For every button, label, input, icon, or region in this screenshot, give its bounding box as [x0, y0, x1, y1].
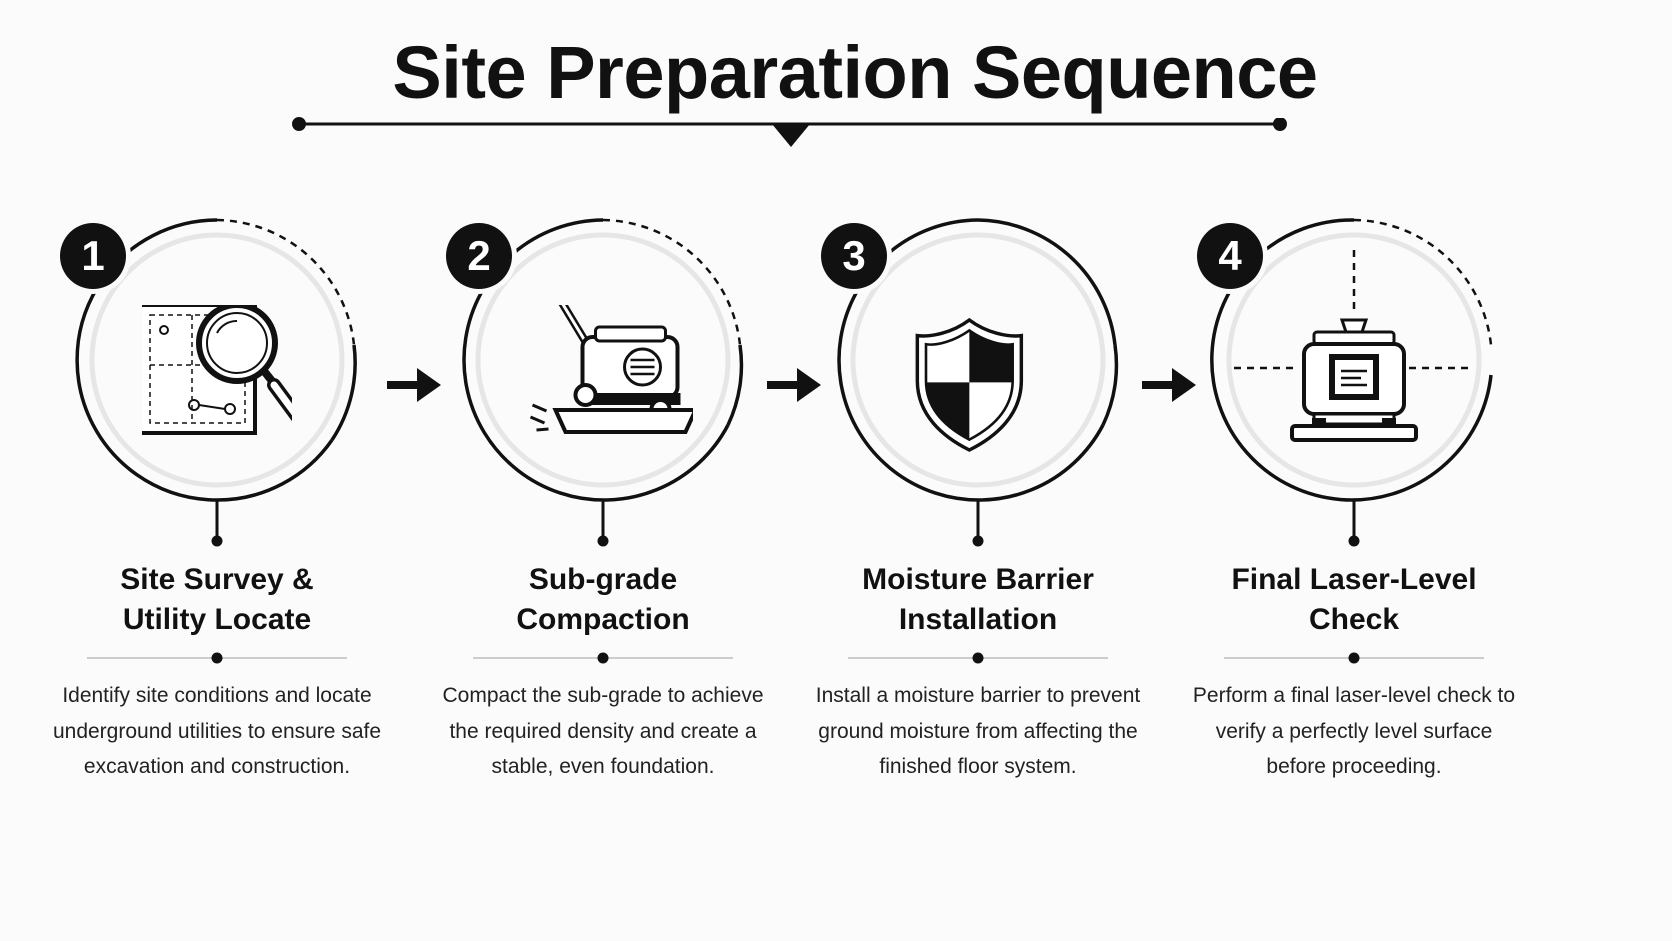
step-ring — [837, 218, 1119, 547]
step-description: Install a moisture barrier to prevent gr… — [815, 684, 1141, 778]
step-divider — [848, 652, 1108, 664]
step-number-badge: 4 — [1197, 223, 1263, 289]
step-divider — [1224, 652, 1484, 664]
step-ring — [462, 218, 744, 547]
arrow-right-icon — [767, 368, 821, 402]
step-number-badge: 3 — [821, 223, 887, 289]
step-ring — [75, 218, 357, 547]
page-title: Site Preparation Sequence — [392, 31, 1318, 114]
title-underline-left-dot — [292, 117, 306, 131]
step-title: Site Survey & Utility Locate — [120, 563, 314, 636]
step-number-badge: 2 — [446, 223, 512, 289]
laser-level-icon — [1234, 250, 1474, 442]
step-title: Moisture Barrier Installation — [862, 563, 1094, 636]
step-title: Final Laser-Level Check — [1231, 563, 1477, 636]
step-divider — [473, 652, 733, 664]
step-description: Perform a final laser-level check to ver… — [1192, 684, 1516, 778]
title-underline — [300, 118, 1287, 147]
step-number-badge: 1 — [60, 223, 126, 289]
plate-compactor-icon — [529, 305, 693, 434]
step-description: Identify site conditions and locate unde… — [52, 684, 382, 778]
shield-icon — [915, 317, 1024, 452]
step-description: Compact the sub-grade to achieve the req… — [442, 684, 764, 778]
arrow-right-icon — [387, 368, 441, 402]
map-magnifier-icon — [142, 305, 292, 435]
arrow-right-icon — [1142, 368, 1196, 402]
step-divider — [87, 652, 347, 664]
step-title: Sub-grade Compaction — [516, 563, 690, 636]
